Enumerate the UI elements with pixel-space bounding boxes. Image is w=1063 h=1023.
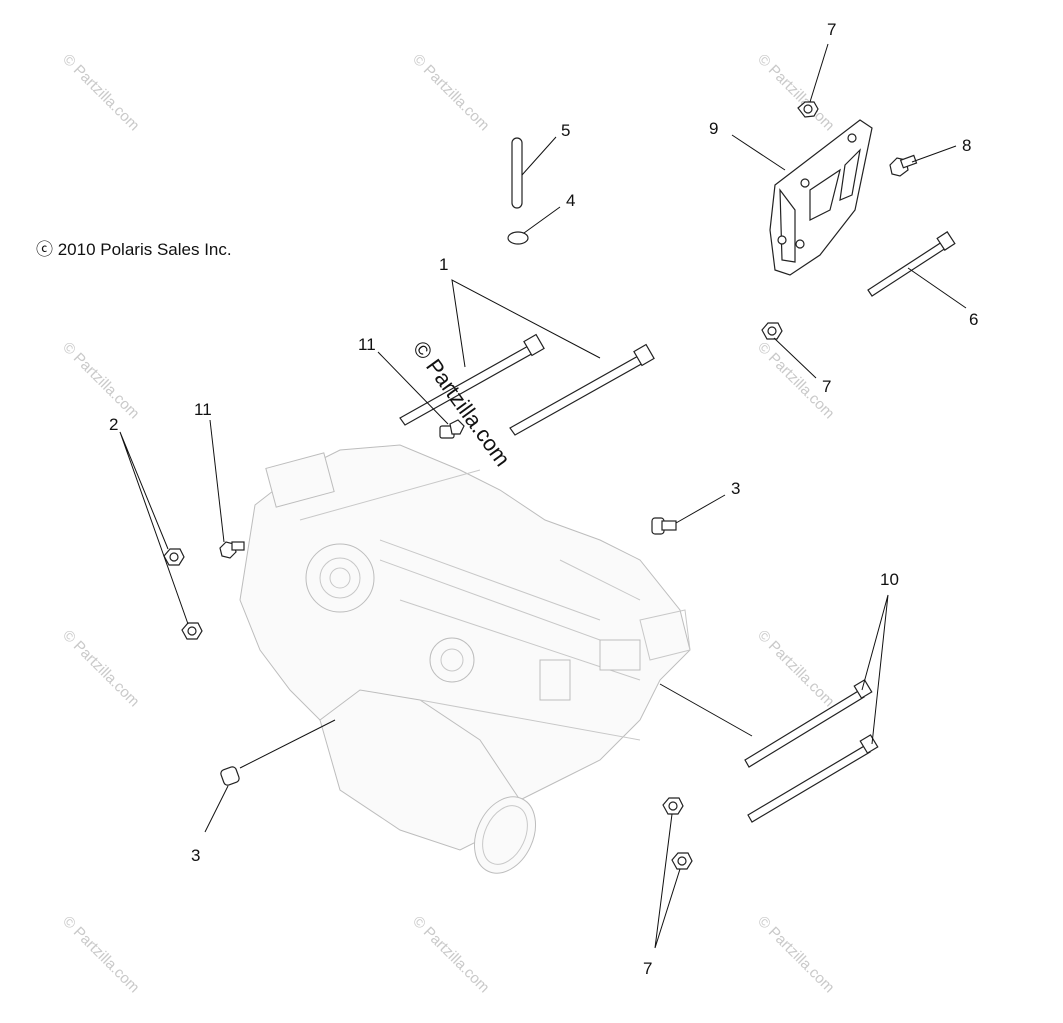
callout-1: 1 [439,255,448,274]
watermark-tile: © Partzilla.com [754,627,837,710]
callout-6: 6 [969,310,978,329]
callout-4: 4 [566,191,575,210]
callout-7-bottom: 7 [643,959,652,978]
part-4-clip [507,206,561,245]
callout-11-middle: 11 [358,335,376,354]
watermark-center: © Partzilla.com [408,336,515,471]
part-1-long-bolts [399,279,655,436]
copyright-text: ⓒ 2010 Polaris Sales Inc. [36,240,232,259]
part-11-bolt-middle [377,351,465,439]
part-9-bracket [731,119,873,276]
part-8-bolt [889,145,957,177]
callout-8: 8 [962,136,971,155]
callout-7-top: 7 [827,20,836,39]
watermark-tile: © Partzilla.com [59,51,142,134]
part-7-nut-top [797,43,829,118]
part-7-nuts-bottom [654,797,693,949]
callout-11-left: 11 [194,400,212,419]
part-5-dowel-pin [511,136,557,209]
callout-3-left: 3 [191,846,200,865]
watermark-tile: © Partzilla.com [59,339,142,422]
callout-labels: 7 5 9 8 4 1 6 11 7 11 2 3 10 3 7 [109,20,978,978]
part-6-long-bolt [867,231,967,309]
watermark-tile: © Partzilla.com [754,913,837,996]
watermark-tile: © Partzilla.com [409,51,492,134]
part-10-long-bolts [659,594,889,823]
watermark-tile: © Partzilla.com [754,51,837,134]
watermark-tile: © Partzilla.com [59,627,142,710]
callout-10: 10 [880,570,899,589]
callout-3-right: 3 [731,479,740,498]
watermark-tile: © Partzilla.com [59,913,142,996]
watermark-tile: © Partzilla.com [409,913,492,996]
part-2-nuts [119,431,203,640]
engine-crankcase [239,444,691,874]
callout-5: 5 [561,121,570,140]
callout-7-middle: 7 [822,377,831,396]
callout-9: 9 [709,119,718,138]
part-3-bolt-right [651,494,726,535]
callout-2: 2 [109,415,118,434]
part-7-nut-middle [761,322,817,379]
part-11-bolt-left [209,419,245,559]
part-3-bolt-left [204,719,336,833]
